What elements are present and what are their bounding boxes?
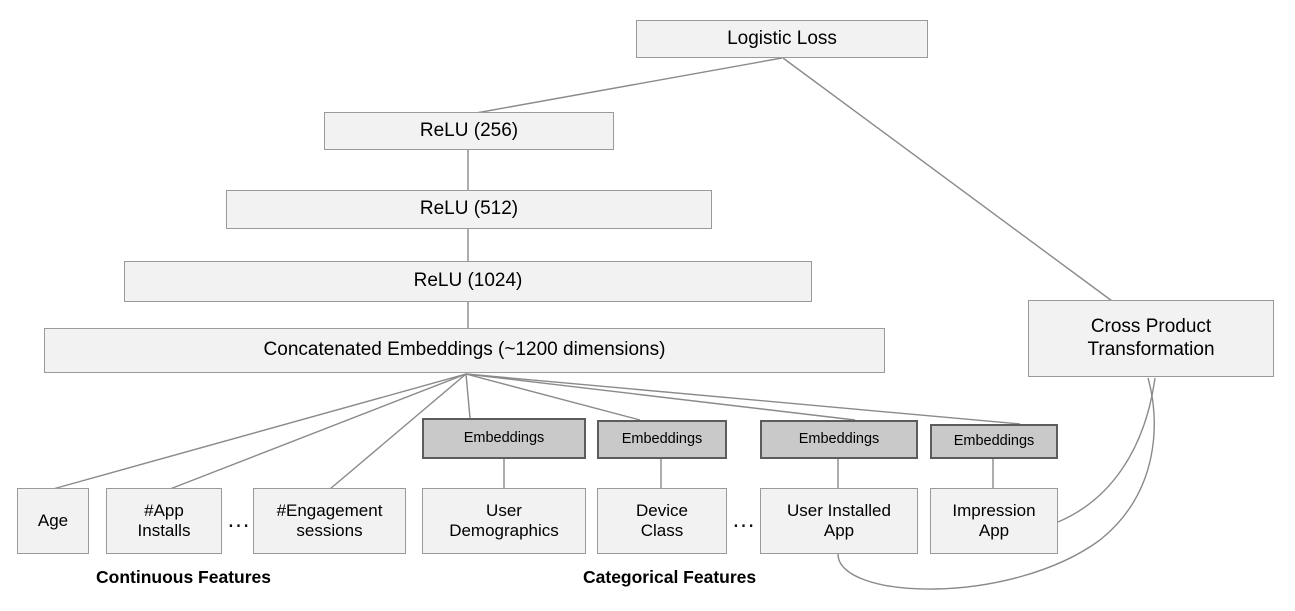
- node-feature-user-demographics[interactable]: User Demographics: [422, 488, 586, 554]
- node-feature-impression-app-line-2: App: [978, 521, 1010, 540]
- node-feature-user-demographics-line-1: User: [486, 500, 522, 520]
- group-label-categorical-features: Categorical Features: [583, 567, 756, 588]
- node-logistic-loss-label: Logistic Loss: [727, 27, 837, 49]
- ellipsis-categorical-features-glyph: …: [731, 506, 757, 533]
- edge-concat-to-embeddings-3: [465, 373, 856, 421]
- edge-user-installed-app-to-cross: [837, 377, 1155, 590]
- node-feature-device-class-line-2: Class: [640, 521, 684, 540]
- node-embeddings-3-label: Embeddings: [798, 430, 880, 447]
- node-feature-engagement-sessions[interactable]: #Engagement sessions: [253, 488, 406, 554]
- node-feature-engagement-sessions-line-1: #Engagement: [276, 500, 383, 520]
- node-feature-device-class-line-1: Device: [636, 500, 688, 520]
- node-cross-product-transformation[interactable]: Cross Product Transformation: [1028, 300, 1274, 377]
- node-concatenated-embeddings-label: Concatenated Embeddings (~1200 dimension…: [263, 339, 666, 361]
- node-embeddings-4[interactable]: Embeddings: [930, 424, 1058, 459]
- node-feature-user-installed-app[interactable]: User Installed App: [760, 488, 918, 554]
- node-feature-impression-app[interactable]: Impression App: [930, 488, 1058, 554]
- node-relu-512-label: ReLU (512): [419, 198, 519, 220]
- node-relu-512[interactable]: ReLU (512): [226, 190, 712, 229]
- node-feature-device-class[interactable]: Device Class: [597, 488, 727, 554]
- node-embeddings-1[interactable]: Embeddings: [422, 418, 586, 459]
- node-feature-engagement-sessions-line-2: sessions: [296, 521, 363, 540]
- node-embeddings-2[interactable]: Embeddings: [597, 420, 727, 459]
- node-logistic-loss[interactable]: Logistic Loss: [636, 20, 928, 58]
- node-feature-impression-app-line-1: Impression: [952, 500, 1036, 520]
- node-embeddings-3[interactable]: Embeddings: [760, 420, 918, 459]
- node-cross-product-line-1: Cross Product: [1090, 316, 1212, 338]
- node-relu-1024[interactable]: ReLU (1024): [124, 261, 812, 302]
- node-relu-1024-label: ReLU (1024): [413, 270, 523, 292]
- node-feature-user-installed-app-line-2: App: [823, 521, 855, 540]
- node-feature-app-installs-line-2: Installs: [137, 521, 191, 540]
- edge-loss-to-relu256: [475, 57, 783, 114]
- node-embeddings-4-label: Embeddings: [953, 432, 1035, 449]
- group-label-continuous-features-text: Continuous Features: [96, 567, 272, 587]
- node-concatenated-embeddings[interactable]: Concatenated Embeddings (~1200 dimension…: [44, 328, 885, 373]
- node-relu-256-label: ReLU (256): [419, 119, 519, 141]
- edge-concat-to-embeddings-4: [465, 373, 1021, 425]
- node-cross-product-line-2: Transformation: [1087, 338, 1215, 360]
- ellipsis-categorical-features: …: [731, 503, 757, 537]
- edge-concat-to-embeddings-1: [465, 373, 471, 419]
- node-embeddings-2-label: Embeddings: [621, 430, 703, 447]
- node-feature-app-installs[interactable]: #App Installs: [106, 488, 222, 554]
- node-embeddings-1-label: Embeddings: [463, 429, 545, 446]
- node-feature-app-installs-line-1: #App: [144, 500, 184, 520]
- node-feature-age[interactable]: Age: [17, 488, 89, 554]
- edge-concat-to-age: [52, 373, 467, 490]
- edge-concat-to-embeddings-2: [465, 373, 641, 421]
- group-label-categorical-features-text: Categorical Features: [583, 567, 757, 587]
- group-label-continuous-features: Continuous Features: [96, 567, 271, 588]
- node-feature-user-installed-app-line-1: User Installed: [787, 500, 891, 520]
- node-feature-age-label: Age: [37, 510, 69, 530]
- node-feature-user-demographics-line-2: Demographics: [449, 521, 559, 540]
- edge-impression-app-to-cross: [1057, 377, 1156, 523]
- node-relu-256[interactable]: ReLU (256): [324, 112, 614, 150]
- ellipsis-continuous-features: …: [226, 503, 252, 537]
- edge-loss-to-cross: [782, 57, 1113, 302]
- ellipsis-continuous-features-glyph: …: [226, 506, 252, 533]
